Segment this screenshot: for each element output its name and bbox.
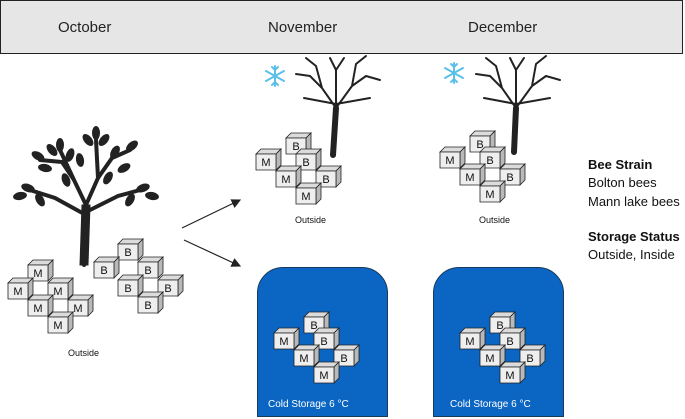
hive-letter: M bbox=[33, 268, 42, 280]
hive-letter: M bbox=[465, 336, 474, 348]
hive-letter: M bbox=[485, 189, 494, 201]
hive-letter: B bbox=[144, 265, 151, 277]
bare-tree-icon bbox=[475, 55, 561, 155]
caption-october-outside: Outside bbox=[68, 348, 100, 358]
mann-lake-hive-box: M bbox=[255, 148, 282, 171]
hive-letter: M bbox=[505, 370, 514, 382]
hive-letter: M bbox=[319, 370, 328, 382]
timeline-header: October November December bbox=[0, 0, 683, 54]
hive-letter: B bbox=[310, 320, 317, 332]
bolton-hive-box: B bbox=[313, 327, 340, 350]
hive-letter: M bbox=[299, 353, 308, 365]
hive-letter: M bbox=[73, 303, 82, 315]
hive-letter: M bbox=[465, 172, 474, 184]
legend-strain-heading: Bee Strain bbox=[588, 157, 653, 172]
mann-lake-hive-box: M bbox=[459, 327, 486, 350]
caption-november-outside: Outside bbox=[295, 215, 327, 225]
bolton-hive-box: B bbox=[117, 238, 144, 261]
hive-letter: M bbox=[53, 286, 62, 298]
hive-letter: B bbox=[486, 155, 493, 167]
hive-letter: M bbox=[53, 320, 62, 332]
legend-status-text: Outside, Inside bbox=[588, 247, 675, 262]
mann-lake-hive-box: M bbox=[313, 361, 340, 384]
hive-letter: B bbox=[506, 336, 513, 348]
mann-lake-hive-box: M bbox=[273, 327, 300, 350]
mann-lake-hive-box: M bbox=[499, 361, 526, 384]
month-october: October bbox=[58, 19, 112, 36]
hive-letter: B bbox=[322, 174, 329, 186]
legend-status-heading: Storage Status bbox=[588, 229, 680, 244]
legend-strain-item: Mann lake bees bbox=[588, 194, 680, 209]
legend-strain-item: Bolton bees bbox=[588, 175, 657, 190]
storage-label-december: Cold Storage 6 °C bbox=[450, 399, 531, 410]
hive-letter: B bbox=[340, 353, 347, 365]
mann-lake-hive-box: M bbox=[459, 163, 486, 186]
bare-tree-icon bbox=[295, 55, 381, 158]
cold-storage-december: Cold Storage 6 °C bbox=[433, 267, 564, 417]
bolton-hive-box: B bbox=[137, 256, 164, 279]
month-december: December bbox=[468, 19, 538, 36]
mann-lake-hive-box: M bbox=[27, 259, 54, 282]
hive-letter: B bbox=[496, 320, 503, 332]
hive-letter: B bbox=[124, 283, 131, 295]
tree-icon bbox=[13, 126, 159, 267]
mann-lake-hive-box: M bbox=[479, 180, 506, 203]
hive-letter: B bbox=[144, 300, 151, 312]
hive-letter: B bbox=[526, 353, 533, 365]
hive-letter: M bbox=[13, 286, 22, 298]
mann-lake-hive-box: M bbox=[47, 277, 74, 300]
hive-letter: B bbox=[164, 283, 171, 295]
caption-december-outside: Outside bbox=[479, 215, 511, 225]
mann-lake-hive-box: M bbox=[275, 165, 302, 188]
mann-lake-hive-box: M bbox=[7, 277, 34, 300]
snowflake-icon bbox=[444, 62, 464, 84]
bolton-hive-box: B bbox=[93, 256, 120, 279]
hive-letter: M bbox=[281, 174, 290, 186]
hive-letter: M bbox=[261, 157, 270, 169]
mann-lake-hive-box: M bbox=[293, 344, 320, 367]
hive-letter: B bbox=[302, 157, 309, 169]
hive-letter: B bbox=[100, 265, 107, 277]
snowflake-icon bbox=[265, 65, 285, 87]
arrow-to-outside bbox=[181, 199, 242, 229]
hive-letter: M bbox=[301, 191, 310, 203]
hive-letter: B bbox=[506, 172, 513, 184]
hive-letter: B bbox=[320, 336, 327, 348]
mann-lake-hive-box: M bbox=[27, 294, 54, 317]
hive-letter: M bbox=[485, 353, 494, 365]
hive-letter: M bbox=[33, 303, 42, 315]
mann-lake-hive-box: M bbox=[439, 146, 466, 169]
hive-letter: M bbox=[279, 336, 288, 348]
mann-lake-hive-box: M bbox=[67, 294, 94, 317]
hive-letter: M bbox=[445, 155, 454, 167]
bolton-hive-box: B bbox=[499, 163, 526, 186]
month-november: November bbox=[268, 19, 338, 36]
mann-lake-hive-box: M bbox=[47, 311, 74, 334]
bolton-hive-box: B bbox=[137, 291, 164, 314]
arrow-to-storage bbox=[183, 239, 242, 267]
bolton-hive-box: B bbox=[117, 274, 144, 297]
storage-label-november: Cold Storage 6 °C bbox=[268, 399, 349, 410]
hive-letter: B bbox=[124, 247, 131, 259]
mann-lake-hive-box: M bbox=[295, 182, 322, 205]
hive-letter: B bbox=[292, 141, 299, 153]
hive-letter: B bbox=[476, 139, 483, 151]
mann-lake-hive-box: M bbox=[479, 344, 506, 367]
